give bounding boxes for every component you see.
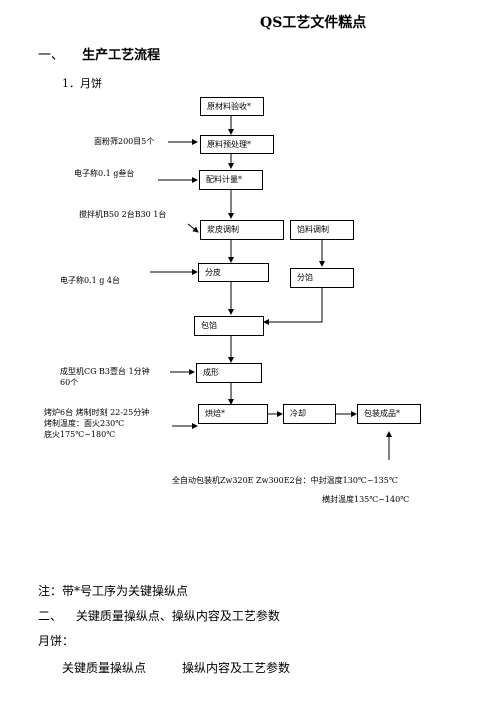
section1-label: 生产工艺流程 — [82, 48, 161, 63]
note-packer-line2: 横封温度135℃~140℃ — [322, 495, 410, 504]
note-sieve: 面粉筛200目5个 — [94, 137, 155, 146]
note-packer-line1: 全自动包装机Zw320E Zw300E2台：中封温度130℃~135℃ — [172, 476, 398, 485]
note-former-line2: 60个 — [60, 378, 79, 387]
table-header-col1: 关键质量操纵点 — [62, 661, 147, 675]
step-wrap: 包馅 — [194, 316, 264, 336]
note-oven-line3: 底火175℃~180℃ — [44, 430, 116, 439]
table-header-col2: 操纵内容及工艺参数 — [182, 661, 291, 675]
note-scale1: 电子称0.1 g叁台 — [74, 169, 135, 178]
page-title: QS工艺文件糕点 — [260, 15, 367, 31]
step-divide-fill: 分馅 — [290, 268, 354, 288]
section2-label: 关键质量操纵点、操纵内容及工艺参数 — [75, 609, 280, 623]
item1-heading: 1．月饼 — [62, 77, 102, 90]
footnote: 注：带*号工序为关键操纵点 — [38, 584, 189, 598]
step-bake: 烘焙* — [198, 404, 268, 424]
arrow-fill-to-wrap — [263, 288, 323, 325]
section1-number: 一、 — [38, 48, 65, 63]
note-oven-line2: 烤制温度：面火230℃ — [44, 419, 125, 428]
step-dough: 浆皮调制 — [200, 220, 284, 240]
note-former: 成型机CG B3壹台 1分钟 60个 — [60, 366, 150, 388]
note-scale2: 电子称0.1 g 4台 — [60, 276, 121, 285]
note-former-line1: 成型机CG B3壹台 1分钟 — [60, 367, 150, 376]
step-raw-pre: 原料预处理* — [200, 135, 274, 154]
step-shape: 成形 — [196, 363, 262, 383]
note-oven: 烤炉6台 烤制时刻 22-25分钟 烤制温度：面火230℃ 底火175℃~180… — [44, 407, 149, 440]
mooncake-label: 月饼： — [38, 634, 75, 648]
step-divide-skin: 分皮 — [198, 263, 269, 282]
step-ingredient: 配料计量* — [199, 170, 263, 190]
step-filling-prep: 馅料调制 — [290, 220, 354, 240]
note-mixer: 搅拌机B50 2台B30 1台 — [79, 210, 167, 219]
step-cool: 冷却 — [283, 404, 336, 424]
step-pack: 包装成品* — [357, 404, 421, 424]
note-oven-line1: 烤炉6台 烤制时刻 22-25分钟 — [44, 408, 150, 417]
step-raw-accept: 原材料验收* — [200, 97, 264, 116]
section2-heading: 二、 关键质量操纵点、操纵内容及工艺参数 — [38, 607, 280, 624]
section2-number: 二、 — [38, 609, 63, 623]
section1-heading: 一、 生产工艺流程 — [38, 44, 160, 63]
arrow-mixer — [187, 223, 199, 233]
